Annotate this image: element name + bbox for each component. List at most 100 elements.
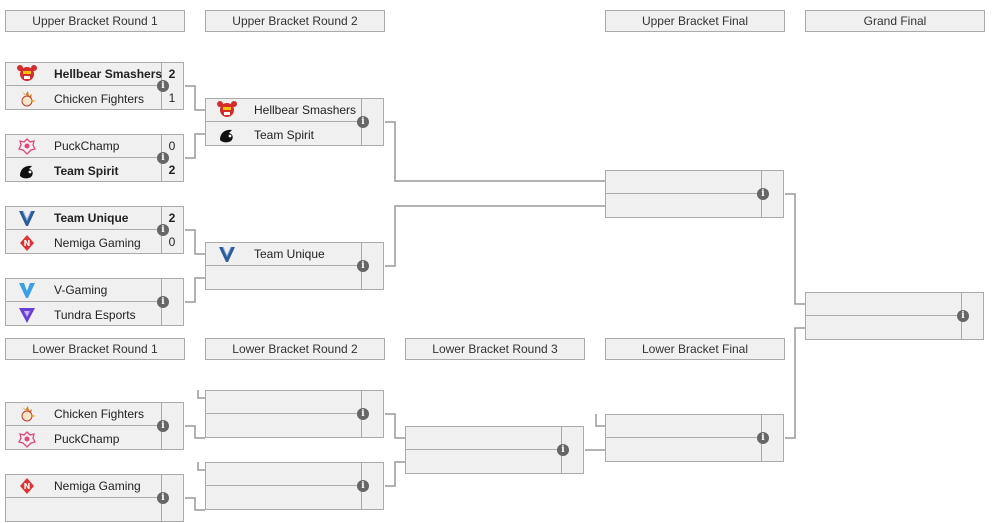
info-icon[interactable]: i xyxy=(157,492,169,504)
team-slot[interactable]: Team Spirit xyxy=(206,123,361,146)
team-slot[interactable] xyxy=(206,267,361,290)
header-ub-final: Upper Bracket Final xyxy=(605,10,785,32)
team-slot[interactable] xyxy=(606,171,761,194)
team-score: 0 xyxy=(168,235,176,249)
team-spirit-logo-icon xyxy=(216,126,238,144)
team-unique-logo-icon xyxy=(216,245,238,263)
team-spirit-logo-icon xyxy=(16,162,38,180)
team-score: 0 xyxy=(168,139,176,153)
info-icon[interactable]: i xyxy=(557,444,569,456)
team-slot[interactable] xyxy=(406,451,561,474)
header-lb-round-1: Lower Bracket Round 1 xyxy=(5,338,185,360)
team-unique-logo-icon xyxy=(16,209,38,227)
info-icon[interactable]: i xyxy=(357,116,369,128)
team-slot[interactable]: Chicken Fighters xyxy=(6,403,161,426)
team-slot[interactable]: Chicken Fighters xyxy=(6,87,161,110)
team-name: Chicken Fighters xyxy=(54,407,145,421)
team-name: Nemiga Gaming xyxy=(54,479,141,493)
team-name: Team Unique xyxy=(54,211,129,225)
chicken-fighters-logo-icon xyxy=(16,405,38,423)
hellbear-logo-icon xyxy=(16,65,38,83)
nemiga-logo-icon: N xyxy=(16,234,38,252)
header-lb-final: Lower Bracket Final xyxy=(605,338,785,360)
team-slot[interactable] xyxy=(206,487,361,510)
hellbear-logo-icon xyxy=(216,101,238,119)
team-slot[interactable]: PuckChamp xyxy=(6,427,161,450)
team-name: Chicken Fighters xyxy=(54,91,145,106)
info-icon[interactable]: i xyxy=(757,188,769,200)
team-slot[interactable] xyxy=(606,439,761,462)
puckchamp-logo-icon xyxy=(16,430,38,448)
team-name: Team Spirit xyxy=(54,163,119,178)
team-slot[interactable]: V-Gaming xyxy=(6,279,161,302)
header-lb-round-3: Lower Bracket Round 3 xyxy=(405,338,585,360)
match-grand-final[interactable]: i xyxy=(805,292,984,340)
match-ub-r2-1[interactable]: Hellbear Smashers Team Spirit i xyxy=(205,98,384,146)
info-icon[interactable]: i xyxy=(757,432,769,444)
team-slot[interactable] xyxy=(606,415,761,438)
info-icon[interactable]: i xyxy=(157,224,169,236)
team-slot[interactable] xyxy=(606,195,761,218)
match-ub-r2-2[interactable]: Team Unique i xyxy=(205,242,384,290)
tundra-logo-icon xyxy=(16,306,38,324)
team-score: 1 xyxy=(168,91,176,105)
team-slot[interactable]: Hellbear Smashers xyxy=(6,63,163,86)
puckchamp-logo-icon xyxy=(16,137,38,155)
header-ub-round-2: Upper Bracket Round 2 xyxy=(205,10,385,32)
team-slot[interactable] xyxy=(206,463,361,486)
team-slot[interactable]: PuckChamp xyxy=(6,135,161,158)
info-icon[interactable]: i xyxy=(357,260,369,272)
svg-text:N: N xyxy=(24,239,31,248)
team-slot[interactable] xyxy=(206,391,361,414)
v-gaming-logo-icon xyxy=(16,281,38,299)
team-slot[interactable] xyxy=(806,293,961,316)
header-grand-final: Grand Final xyxy=(805,10,985,32)
team-slot[interactable]: Tundra Esports xyxy=(6,303,161,326)
match-ub-r1-4[interactable]: V-Gaming Tundra Esports i xyxy=(5,278,184,326)
header-ub-round-1: Upper Bracket Round 1 xyxy=(5,10,185,32)
info-icon[interactable]: i xyxy=(157,152,169,164)
team-name: PuckChamp xyxy=(54,431,120,446)
info-icon[interactable]: i xyxy=(157,296,169,308)
team-slot[interactable]: Team Unique xyxy=(6,207,161,230)
team-slot[interactable] xyxy=(406,427,561,450)
chicken-fighters-logo-icon xyxy=(16,90,38,108)
match-ub-r1-1[interactable]: Hellbear Smashers 2 Chicken Fighters 1 i xyxy=(5,62,184,110)
team-score: 2 xyxy=(168,211,176,225)
match-lb-r1-2[interactable]: N Nemiga Gaming i xyxy=(5,474,184,522)
team-slot[interactable]: N Nemiga Gaming xyxy=(6,231,161,254)
info-icon[interactable]: i xyxy=(157,80,169,92)
match-ub-r1-2[interactable]: PuckChamp 0 Team Spirit 2 i xyxy=(5,134,184,182)
team-name: Team Spirit xyxy=(254,127,315,142)
info-icon[interactable]: i xyxy=(157,420,169,432)
svg-text:N: N xyxy=(24,482,31,491)
team-slot[interactable]: N Nemiga Gaming xyxy=(6,475,161,498)
team-name: PuckChamp xyxy=(54,139,120,153)
match-lb-r2-1[interactable]: i xyxy=(205,390,384,438)
team-name: Nemiga Gaming xyxy=(54,235,141,250)
match-ub-final[interactable]: i xyxy=(605,170,784,218)
info-icon[interactable]: i xyxy=(357,480,369,492)
team-slot[interactable] xyxy=(6,499,161,522)
team-name: Hellbear Smashers xyxy=(54,67,163,81)
team-name: Team Unique xyxy=(254,247,325,261)
team-score: 2 xyxy=(168,163,176,177)
team-slot[interactable] xyxy=(806,317,961,340)
match-lb-r3[interactable]: i xyxy=(405,426,584,474)
info-icon[interactable]: i xyxy=(957,310,969,322)
match-lb-r1-1[interactable]: Chicken Fighters PuckChamp i xyxy=(5,402,184,450)
match-ub-r1-3[interactable]: Team Unique 2 N Nemiga Gaming 0 i xyxy=(5,206,184,254)
nemiga-logo-icon: N xyxy=(16,477,38,495)
team-slot[interactable]: Team Spirit xyxy=(6,159,161,182)
team-score: 2 xyxy=(168,67,176,81)
team-slot[interactable]: Team Unique xyxy=(206,243,361,266)
info-icon[interactable]: i xyxy=(357,408,369,420)
team-name: V-Gaming xyxy=(54,283,108,297)
team-name: Hellbear Smashers xyxy=(254,103,357,117)
match-lb-final[interactable]: i xyxy=(605,414,784,462)
team-slot[interactable]: Hellbear Smashers xyxy=(206,99,361,122)
match-lb-r2-2[interactable]: i xyxy=(205,462,384,510)
team-name: Tundra Esports xyxy=(54,307,136,322)
team-slot[interactable] xyxy=(206,415,361,438)
